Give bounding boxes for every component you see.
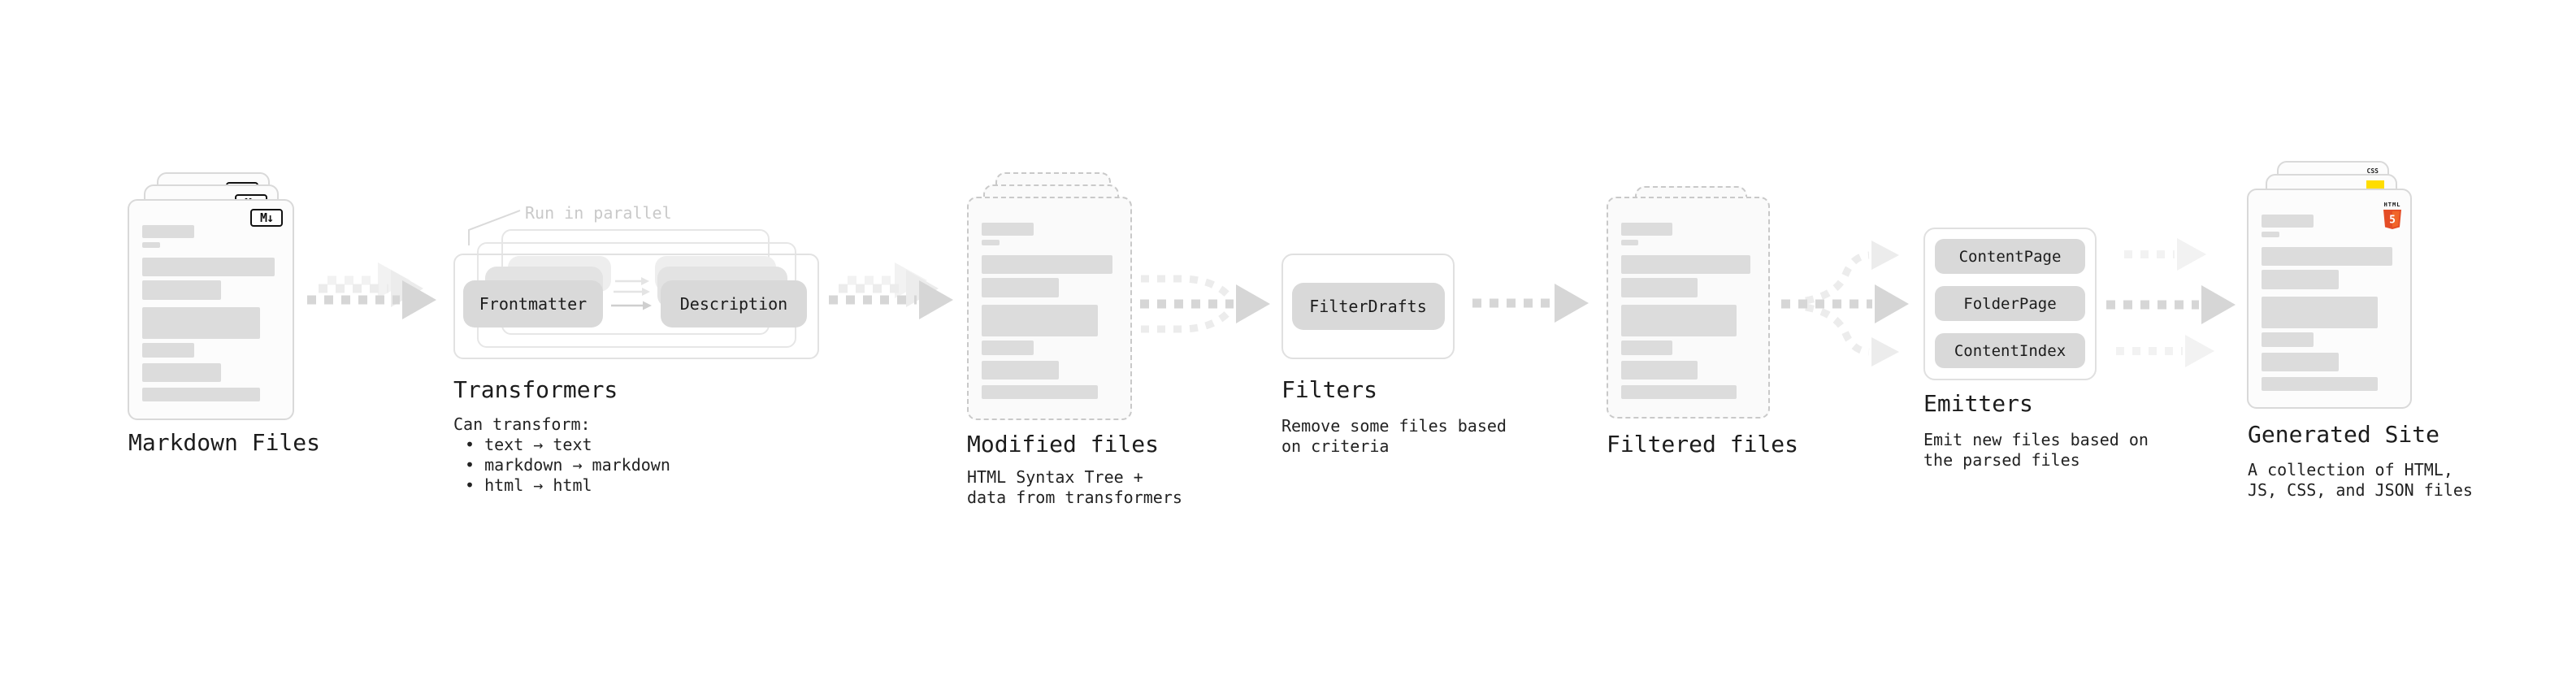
doc-line-bar [142, 363, 221, 382]
doc-line-bar [1620, 240, 1639, 245]
doc-line-bar [2261, 247, 2393, 266]
emitters-subtitle: Emit new files based on the parsed files [1923, 430, 2149, 471]
doc-line-bar [2261, 353, 2340, 371]
doc-line-bar [981, 223, 1034, 236]
filters-box: FilterDrafts [1281, 254, 1455, 359]
contentpage-pill: ContentPage [1935, 239, 2085, 274]
doc-line-bar [142, 307, 260, 339]
filtered-files-title: Filtered files [1607, 431, 1799, 458]
doc-line-bar [1620, 223, 1672, 236]
doc-line-bar [981, 340, 1034, 355]
flow-arrow-filtered-to-emitters-diverging [1781, 241, 1909, 367]
subtitle-line: on criteria [1281, 436, 1390, 456]
transformers-intro: Can transform: [453, 414, 591, 434]
generated-site-title: Generated Site [2248, 421, 2440, 448]
modified-files-subtitle: HTML Syntax Tree + data from transformer… [967, 467, 1182, 508]
html5-logo: HTML 5 [2382, 194, 2403, 232]
emitters-title: Emitters [1923, 390, 2033, 417]
doc-line-bar [142, 242, 161, 248]
subtitle-line: Remove some files based [1281, 416, 1507, 436]
doc-line-bar [981, 305, 1099, 336]
markdown-badge: M↓ [250, 209, 283, 227]
transformer-box-front [453, 254, 819, 359]
flow-arrow-filters-to-filtered [1472, 284, 1589, 323]
transform-bullet: html → html [453, 475, 670, 496]
flow-arrow-modified-to-filters-converging [1140, 275, 1270, 333]
flow-arrow-markdown-to-transformers [307, 262, 436, 319]
generated-site-subtitle: A collection of HTML, JS, CSS, and JSON … [2248, 460, 2473, 501]
js-file-badge [2366, 180, 2384, 190]
transform-bullet: markdown → markdown [453, 455, 670, 475]
doc-line-bar [1620, 278, 1698, 297]
subtitle-line: data from transformers [967, 488, 1182, 507]
transformers-title: Transformers [453, 376, 618, 403]
doc-line-bar [2261, 270, 2340, 289]
flow-arrow-transformers-to-modified [829, 262, 953, 319]
flow-arrow-emitters-to-site [2106, 238, 2236, 367]
markdown-file-doc-front: M↓ [128, 199, 294, 420]
doc-line-bar [1620, 385, 1737, 399]
description-pill: Description [661, 280, 807, 327]
transform-bullet: text → text [453, 435, 670, 455]
modified-files-title: Modified files [967, 431, 1160, 458]
doc-line-bar [2261, 232, 2279, 237]
doc-line-bar [1620, 305, 1737, 336]
doc-line-bar [2261, 377, 2379, 391]
subtitle-line: Emit new files based on [1923, 430, 2149, 449]
subtitle-line: HTML Syntax Tree + [967, 467, 1143, 487]
svg-text:5: 5 [2389, 215, 2396, 227]
generated-site-doc-front: HTML 5 [2247, 189, 2412, 409]
contentindex-pill: ContentIndex [1935, 333, 2085, 368]
doc-line-bar [981, 278, 1060, 297]
doc-line-bar [981, 240, 1000, 245]
modified-file-doc-front [967, 197, 1132, 420]
html5-shield-icon: 5 [2383, 210, 2401, 229]
doc-line-bar [1620, 255, 1751, 274]
doc-line-bar [142, 280, 221, 300]
filterdrafts-pill: FilterDrafts [1291, 283, 1445, 330]
doc-line-bar [142, 225, 195, 238]
doc-line-bar [1620, 361, 1698, 380]
doc-line-bar [2261, 215, 2314, 228]
markdown-files-title: Markdown Files [128, 429, 321, 456]
doc-line-bar [981, 255, 1113, 274]
subtitle-line: the parsed files [1923, 450, 2080, 470]
doc-line-bar [2261, 297, 2379, 328]
doc-line-bar [981, 361, 1060, 380]
transformers-description: Can transform: text → text markdown → ma… [453, 414, 670, 496]
frontmatter-pill: Frontmatter [463, 280, 603, 327]
filters-title: Filters [1281, 376, 1378, 403]
doc-line-bar [142, 388, 260, 401]
doc-line-bar [142, 258, 275, 276]
run-in-parallel-note: Run in parallel [525, 203, 672, 223]
subtitle-line: JS, CSS, and JSON files [2248, 480, 2473, 500]
doc-line-bar [2261, 332, 2314, 347]
doc-line-bar [1620, 340, 1672, 355]
doc-line-bar [142, 343, 195, 358]
filtered-file-doc-front [1607, 197, 1770, 419]
folderpage-pill: FolderPage [1935, 286, 2085, 321]
doc-line-bar [981, 385, 1099, 399]
filters-subtitle: Remove some files based on criteria [1281, 416, 1507, 457]
html5-logo-word: HTML [2383, 202, 2401, 208]
subtitle-line: A collection of HTML, [2248, 460, 2453, 479]
emitters-box: ContentPage FolderPage ContentIndex [1923, 228, 2097, 380]
